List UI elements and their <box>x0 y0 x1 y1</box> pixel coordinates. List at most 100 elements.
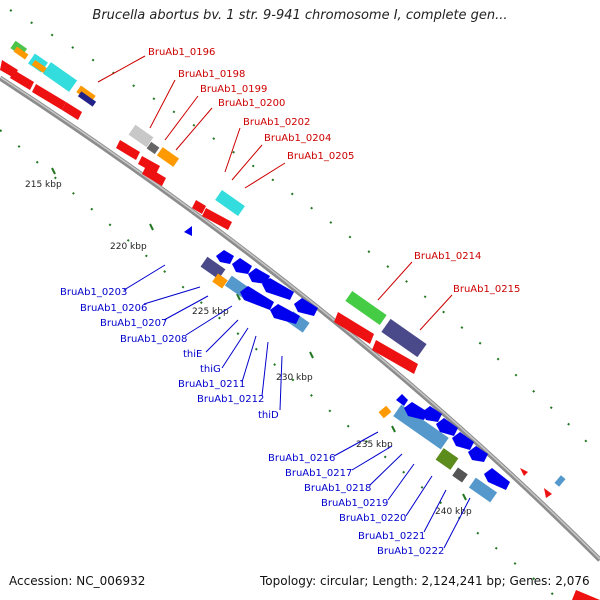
callout-line <box>279 355 283 411</box>
gene-label: BruAb1_0199 <box>200 84 267 95</box>
gene-label: BruAb1_0217 <box>285 468 352 479</box>
gene-label: BruAb1_0200 <box>218 98 285 109</box>
forward-features <box>10 40 427 419</box>
gene-label: BruAb1_0222 <box>377 546 444 557</box>
callout-line <box>377 261 413 301</box>
gene-feature <box>42 62 78 92</box>
gene-label: BruAb1_0202 <box>243 117 310 128</box>
reverse-features <box>200 256 566 503</box>
gene-label: BruAb1_0215 <box>453 284 520 295</box>
gene-feature <box>381 318 427 358</box>
inner-tick-ring <box>0 129 561 600</box>
gene-feature <box>378 405 392 419</box>
gene-arrow <box>202 208 232 230</box>
callout-line <box>164 95 199 141</box>
callout-line <box>387 463 415 501</box>
callout-line <box>443 497 471 549</box>
reverse-labels: BruAb1_0203 BruAb1_0206 BruAb1_0207 BruA… <box>60 287 444 557</box>
callout-line <box>241 335 257 383</box>
gene-arrow <box>452 432 474 450</box>
accession-label: Accession: NC_006932 <box>9 574 146 588</box>
gene-feature <box>554 475 566 487</box>
gene-label: BruAb1_0198 <box>178 69 245 80</box>
callout-line <box>369 453 403 486</box>
scale-tick <box>309 351 314 359</box>
scale-ticks <box>51 167 467 501</box>
gene-arrow <box>248 268 270 284</box>
gene-feature <box>31 59 49 75</box>
gene-feature <box>452 467 468 483</box>
gene-feature <box>128 124 154 148</box>
gene-arrow <box>216 250 234 264</box>
callout-line <box>97 55 146 83</box>
callout-line <box>123 264 166 291</box>
gene-feature <box>468 477 498 503</box>
gene-arrow <box>396 394 408 406</box>
gene-label: BruAb1_0214 <box>414 251 481 262</box>
scale-label: 225 kbp <box>192 307 229 317</box>
scale-tick <box>236 293 241 301</box>
callout-line <box>221 327 249 369</box>
gene-arrow <box>468 446 488 462</box>
gene-arrow <box>138 156 160 174</box>
gene-label: BruAb1_0211 <box>178 379 245 390</box>
gene-arrow <box>422 406 442 422</box>
gene-feature <box>393 404 449 450</box>
scale-tick <box>391 425 396 433</box>
gene-feature <box>345 291 387 325</box>
topology-label: Topology: circular; Length: 2,124,241 bp… <box>260 574 590 588</box>
gene-arrow <box>192 200 206 214</box>
gene-feature <box>215 190 245 216</box>
map-title: Brucella abortus bv. 1 str. 9-941 chromo… <box>92 8 508 23</box>
gene-label: BruAb1_0208 <box>120 334 187 345</box>
gene-arrow <box>116 140 140 160</box>
gene-feature <box>156 147 180 167</box>
gene-label: BruAb1_0203 <box>60 287 127 298</box>
callout-line <box>419 294 453 331</box>
gene-arrow <box>262 278 294 300</box>
gene-label: thiE <box>183 349 202 360</box>
gene-label: BruAb1_0206 <box>80 303 147 314</box>
gene-arrow <box>240 286 274 310</box>
callout-line <box>163 295 209 321</box>
gene-arrow <box>404 402 428 420</box>
reverse-callouts <box>123 264 471 549</box>
forward-labels: BruAb1_0196 BruAb1_0198 BruAb1_0199 BruA… <box>148 47 520 295</box>
callout-line <box>261 341 269 397</box>
gene-arrow <box>232 258 252 274</box>
callout-line <box>405 475 433 517</box>
gene-label: thiG <box>200 364 221 375</box>
gene-arrow <box>142 166 166 186</box>
gene-label: BruAb1_0216 <box>268 453 335 464</box>
gene-feature <box>212 273 228 289</box>
reverse-arrows <box>184 226 510 490</box>
gene-label: BruAb1_0219 <box>321 498 388 509</box>
callout-line <box>231 144 263 181</box>
callout-line <box>224 127 241 173</box>
scale-tick <box>149 223 154 231</box>
gene-arrow <box>334 312 374 344</box>
gene-arrow <box>520 468 528 476</box>
scale-label: 240 kbp <box>435 507 472 517</box>
gene-label: BruAb1_0204 <box>264 133 331 144</box>
gene-feature <box>146 141 160 155</box>
callout-line <box>205 319 239 353</box>
gene-arrow <box>32 84 66 110</box>
gene-arrow <box>62 102 82 120</box>
gene-arrow <box>294 298 318 316</box>
gene-arrow <box>270 304 300 324</box>
gene-arrow <box>544 488 552 498</box>
callout-line <box>351 445 393 471</box>
callout-line <box>244 162 286 189</box>
scale-label: 235 kbp <box>356 440 393 450</box>
gene-feature <box>13 46 29 60</box>
scale-label: 220 kbp <box>110 242 147 252</box>
gene-label: BruAb1_0218 <box>304 483 371 494</box>
forward-arrows <box>0 60 600 600</box>
scale-label: 230 kbp <box>276 373 313 383</box>
gene-arrow <box>484 468 510 490</box>
gene-feature <box>200 256 226 280</box>
gene-label: BruAb1_0196 <box>148 47 215 58</box>
callout-line <box>333 431 379 457</box>
